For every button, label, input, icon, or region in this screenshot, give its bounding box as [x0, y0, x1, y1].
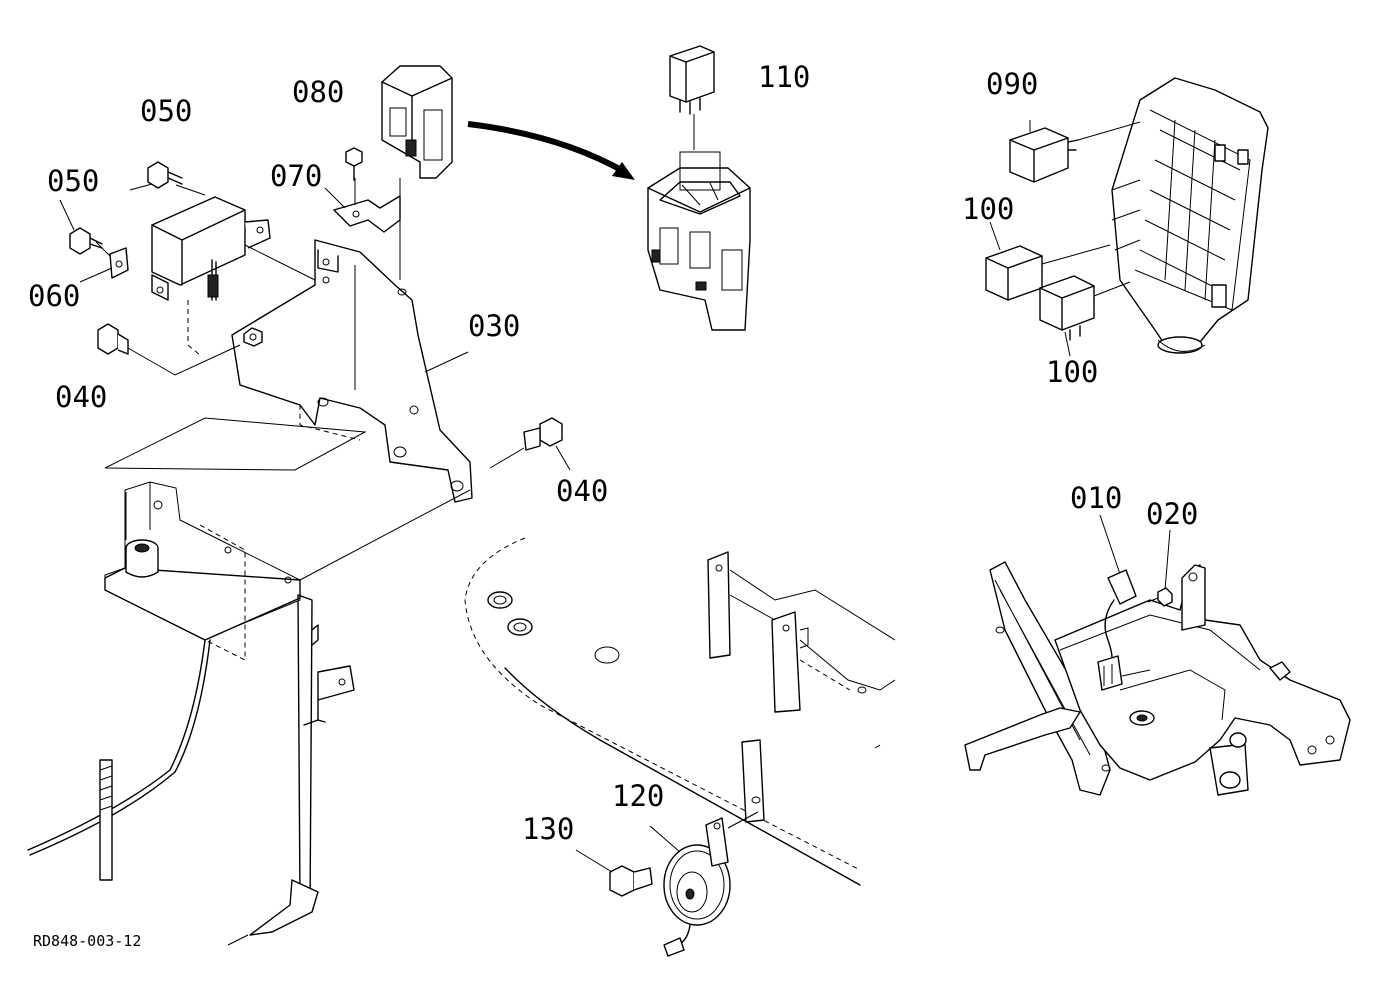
callout-130: 130: [522, 812, 574, 846]
callout-120: 120: [612, 779, 664, 813]
screw-050-lower: [69, 227, 103, 255]
callout-040-left: 040: [55, 380, 107, 414]
base-plate: [27, 417, 367, 946]
relay-socket-top: [381, 65, 453, 179]
callout-080: 080: [292, 75, 344, 109]
relay-090: [1009, 121, 1141, 183]
callout-040-right: 040: [556, 474, 608, 508]
horn-120: [663, 811, 759, 957]
reference-code: RD848-003-12: [33, 932, 141, 950]
callout-050-lower: 050: [47, 164, 99, 198]
leader-lines-left: [79, 178, 571, 581]
callout-100-lower: 100: [1046, 355, 1098, 389]
callout-100-upper: 100: [962, 192, 1014, 226]
callout-010: 010: [1070, 481, 1122, 515]
callout-070: 070: [270, 159, 322, 193]
bolt-040-right: [523, 417, 563, 451]
clamp-070: [333, 195, 401, 233]
relay-110: [669, 45, 715, 150]
flasher-unit: [151, 196, 271, 301]
bolt-040-left: [97, 323, 129, 355]
callout-060: 060: [28, 279, 80, 313]
callout-030: 030: [468, 309, 520, 343]
bracket-assembly: [231, 239, 473, 503]
washer-060: [109, 247, 129, 279]
bolt-080: [345, 147, 363, 181]
callout-020: 020: [1146, 497, 1198, 531]
callout-labels: 050 050 060 040 040 080 070 030 110 090 …: [28, 60, 1198, 950]
leader-lines-right: [59, 120, 1171, 591]
switch-assembly: [964, 561, 1351, 796]
screw-050-upper: [147, 161, 183, 189]
fuse-box: [1111, 77, 1269, 354]
relay-socket-detail: [647, 151, 751, 331]
floor-panel: [464, 537, 896, 886]
callout-110: 110: [758, 60, 810, 94]
relay-100-lower: [1039, 275, 1131, 341]
callout-090: 090: [986, 67, 1038, 101]
bolt-130: [575, 825, 681, 897]
callout-050-upper: 050: [140, 94, 192, 128]
detail-arrow: [467, 121, 635, 180]
